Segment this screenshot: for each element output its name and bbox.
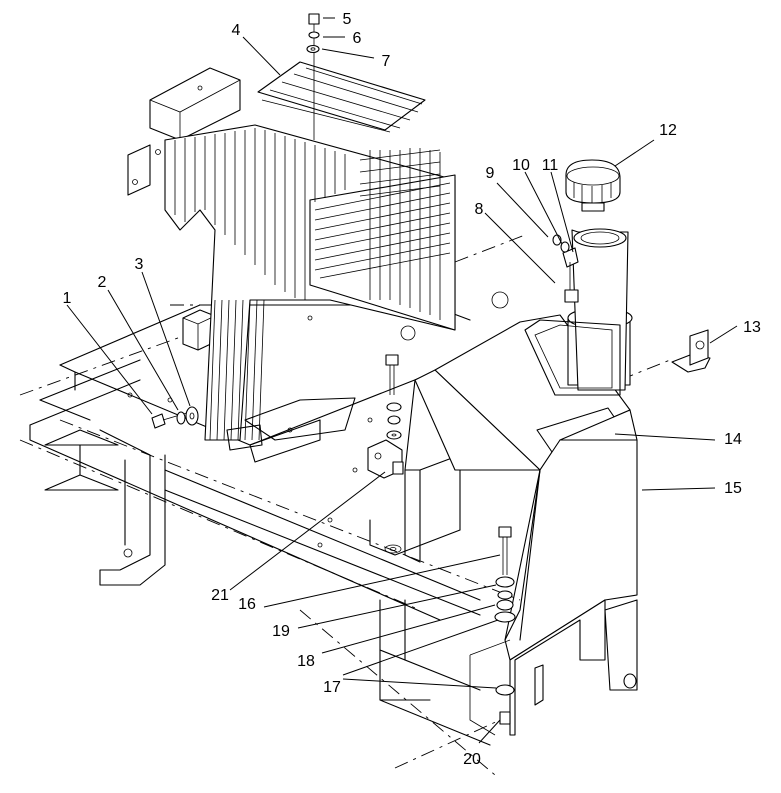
callout-6: 6 xyxy=(353,30,362,47)
callout-19: 19 xyxy=(272,623,290,640)
callout-9: 9 xyxy=(486,165,495,182)
fuel-cap xyxy=(565,159,621,212)
callout-15: 15 xyxy=(724,480,742,497)
callout-labels: 1 2 3 4 5 6 7 8 9 10 11 12 13 14 15 16 2… xyxy=(63,11,761,768)
callout-7: 7 xyxy=(382,53,391,70)
callout-11: 11 xyxy=(542,157,559,174)
callout-5: 5 xyxy=(343,11,352,28)
callout-12: 12 xyxy=(659,122,677,139)
callout-21: 21 xyxy=(211,587,229,604)
vent-fitting xyxy=(552,234,579,303)
callout-17: 17 xyxy=(323,679,341,696)
callout-3: 3 xyxy=(135,256,144,273)
radiator-screen xyxy=(127,61,456,451)
callout-4: 4 xyxy=(232,22,241,39)
callout-13: 13 xyxy=(743,319,761,336)
callout-20: 20 xyxy=(463,751,481,768)
callout-10: 10 xyxy=(512,157,530,174)
leader-lines xyxy=(66,17,738,744)
fuel-tank xyxy=(404,228,638,736)
left-bolt-stack xyxy=(151,406,199,429)
tank-bracket xyxy=(671,329,711,373)
callout-2: 2 xyxy=(98,274,107,291)
center-mount-stack xyxy=(367,354,404,479)
callout-18: 18 xyxy=(297,653,315,670)
callout-14: 14 xyxy=(724,431,742,448)
top-fastener-stack xyxy=(306,13,320,140)
callout-8: 8 xyxy=(475,201,484,218)
callout-16: 16 xyxy=(238,596,256,613)
callout-1: 1 xyxy=(63,290,72,307)
